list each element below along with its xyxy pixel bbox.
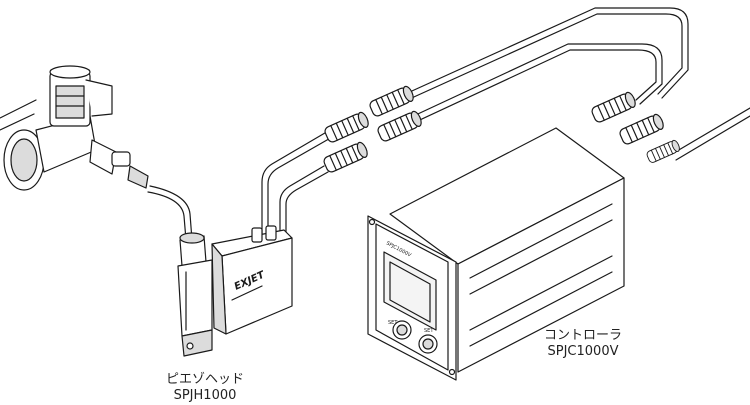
air-regulator: [0, 65, 149, 191]
piezo-head: [177, 225, 293, 357]
controller-unit: [367, 127, 625, 381]
piezo-head-name: ピエゾヘッド: [165, 372, 244, 387]
controller-caption: コントローラ SPJC1000V: [508, 328, 658, 360]
air-tube: [147, 185, 193, 241]
cable-head-upper: [261, 129, 335, 237]
cable-top-loop: [391, 7, 689, 107]
connector-4: [321, 140, 370, 175]
connector-6: [617, 112, 666, 147]
piezo-head-caption: ピエゾヘッド SPJH1000: [140, 372, 270, 404]
knob-left-label: SET: [388, 320, 398, 326]
cable-power-out: [671, 107, 750, 161]
cable-head-lower: [279, 165, 329, 239]
connector-3: [375, 109, 424, 144]
cable-second-loop: [391, 43, 663, 133]
controller-model: SPJC1000V: [547, 344, 619, 359]
piezo-head-model: SPJH1000: [173, 388, 237, 403]
knob-right-label: SET: [424, 328, 434, 334]
connector-5: [589, 90, 638, 125]
connector-2: [322, 110, 371, 145]
controller-name: コントローラ: [543, 328, 622, 343]
connector-1: [367, 84, 416, 119]
